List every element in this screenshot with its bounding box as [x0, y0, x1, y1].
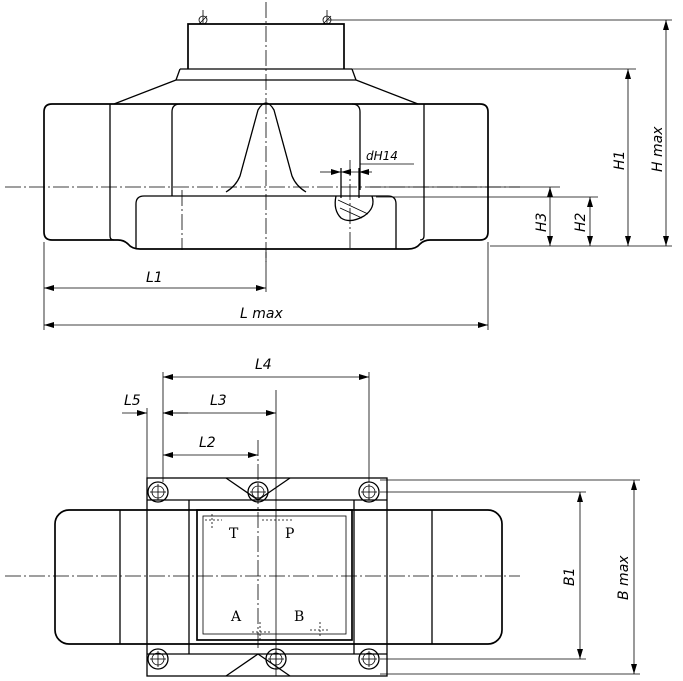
h3-label: H3 — [534, 213, 550, 232]
bolt-top-left — [147, 481, 169, 503]
b1-label: B1 — [562, 567, 578, 586]
dh14-label: dH14 — [366, 149, 398, 163]
top-view: T P A B L4 L5 L3 L2 B1 B max — [5, 357, 640, 677]
l5-label: L5 — [124, 393, 141, 409]
body-outline — [43, 103, 489, 250]
port-markers — [205, 514, 330, 640]
mounting-hole — [334, 160, 374, 250]
right-shoulder — [355, 79, 419, 105]
central-rib — [225, 102, 307, 193]
port-p-label: P — [285, 526, 294, 542]
l1-label: L1 — [146, 270, 163, 286]
bolt-bottom-left — [147, 648, 169, 670]
bottom-notch — [225, 653, 291, 677]
valve-pad — [196, 509, 353, 641]
left-endcap — [109, 104, 115, 241]
bolt-top-right — [358, 481, 380, 503]
right-endcap — [419, 104, 425, 241]
bmax-label: B max — [616, 555, 632, 600]
top-body-outline — [54, 509, 503, 645]
front-view: dH14 H3 H2 H1 H max L1 L max — [5, 2, 672, 330]
h1-label: H1 — [612, 151, 628, 170]
left-shoulder — [113, 79, 177, 105]
bolt-top-center — [247, 481, 269, 503]
dh14-callout: dH14 — [320, 149, 414, 175]
lmax-label: L max — [240, 306, 283, 322]
port-b-label: B — [294, 609, 304, 625]
l4-label: L4 — [255, 357, 272, 373]
hmax-label: H max — [650, 126, 666, 172]
l3-label: L3 — [210, 393, 227, 409]
bolt-bottom-right — [358, 648, 380, 670]
port-a-label: A — [230, 609, 242, 625]
mounting-base — [135, 195, 397, 249]
bolt-bottom-center — [265, 648, 287, 670]
port-t-label: T — [229, 526, 239, 542]
h2-label: H2 — [573, 212, 589, 232]
mounting-plate — [146, 477, 388, 677]
top-boss — [175, 10, 357, 81]
inner-frame — [171, 103, 361, 196]
l2-label: L2 — [199, 435, 216, 451]
